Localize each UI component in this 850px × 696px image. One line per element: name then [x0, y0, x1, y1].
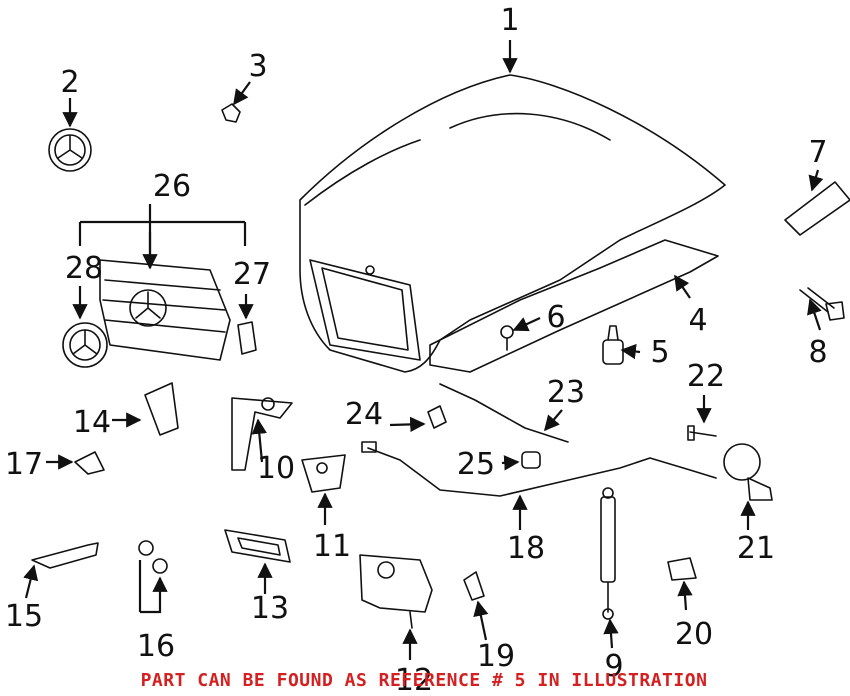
callout-10: 10 — [257, 451, 295, 486]
hood-release-cable — [361, 441, 717, 497]
callout-leaders — [23, 40, 824, 660]
callout-11: 11 — [313, 529, 351, 564]
callout-15: 15 — [5, 599, 43, 634]
cable-clip — [463, 571, 485, 601]
callout-3: 3 — [248, 49, 267, 84]
callout-4: 4 — [688, 303, 707, 338]
grille-star-emblem — [62, 322, 108, 368]
cable-clamp — [427, 405, 447, 429]
callout-9: 9 — [604, 649, 623, 684]
callout-13: 13 — [251, 591, 289, 626]
latch-cover — [224, 529, 291, 563]
grille-bracket — [237, 321, 257, 355]
retaining-clip — [74, 451, 105, 475]
callout-5: 5 — [650, 335, 669, 370]
reference-note: PART CAN BE FOUND AS REFERENCE # 5 IN IL… — [141, 670, 708, 691]
callout-labels: 1 2 3 4 5 6 7 8 9 10 11 12 13 14 15 16 1… — [5, 3, 828, 696]
callout-17: 17 — [5, 447, 43, 482]
callout-19: 19 — [477, 639, 515, 674]
hood-emblem — [48, 128, 92, 172]
grommet-pair — [138, 540, 168, 574]
callout-6: 6 — [546, 300, 565, 335]
callout-27: 27 — [233, 257, 271, 292]
latch-support-bracket — [144, 382, 179, 436]
hood-lock-assembly — [359, 554, 433, 629]
callout-25: 25 — [457, 447, 495, 482]
callout-28: 28 — [65, 251, 103, 286]
hood-trim-piece — [784, 181, 850, 236]
hood-latch — [301, 454, 346, 493]
callout-1: 1 — [500, 3, 519, 38]
secondary-release-cable — [439, 383, 569, 443]
callout-16: 16 — [137, 629, 175, 664]
callout-7: 7 — [808, 135, 827, 170]
callout-18: 18 — [507, 531, 545, 566]
callout-12: 12 — [395, 663, 433, 696]
hood-gas-strut — [600, 487, 616, 620]
callout-14: 14 — [73, 405, 111, 440]
hood-panel — [299, 74, 726, 373]
hood-insulator — [429, 239, 719, 373]
callout-8: 8 — [808, 335, 827, 370]
emblem-clip — [221, 103, 241, 123]
latch-mount-bracket — [231, 397, 293, 471]
callout-2: 2 — [60, 65, 79, 100]
grille-assembly — [99, 259, 231, 361]
release-lever — [723, 443, 773, 501]
callout-22: 22 — [687, 359, 725, 394]
callout-20: 20 — [675, 617, 713, 652]
callout-26: 26 — [153, 169, 191, 204]
cable-grommet — [521, 451, 541, 469]
callout-21: 21 — [737, 531, 775, 566]
callout-24: 24 — [345, 397, 383, 432]
release-handle — [31, 542, 99, 569]
rubber-bumper — [667, 557, 697, 581]
callout-23: 23 — [547, 375, 585, 410]
hood-bumper-stop — [602, 325, 624, 365]
hood-bolt — [799, 287, 845, 321]
hinge-bolt — [687, 425, 717, 441]
hood-fastener — [500, 325, 514, 351]
